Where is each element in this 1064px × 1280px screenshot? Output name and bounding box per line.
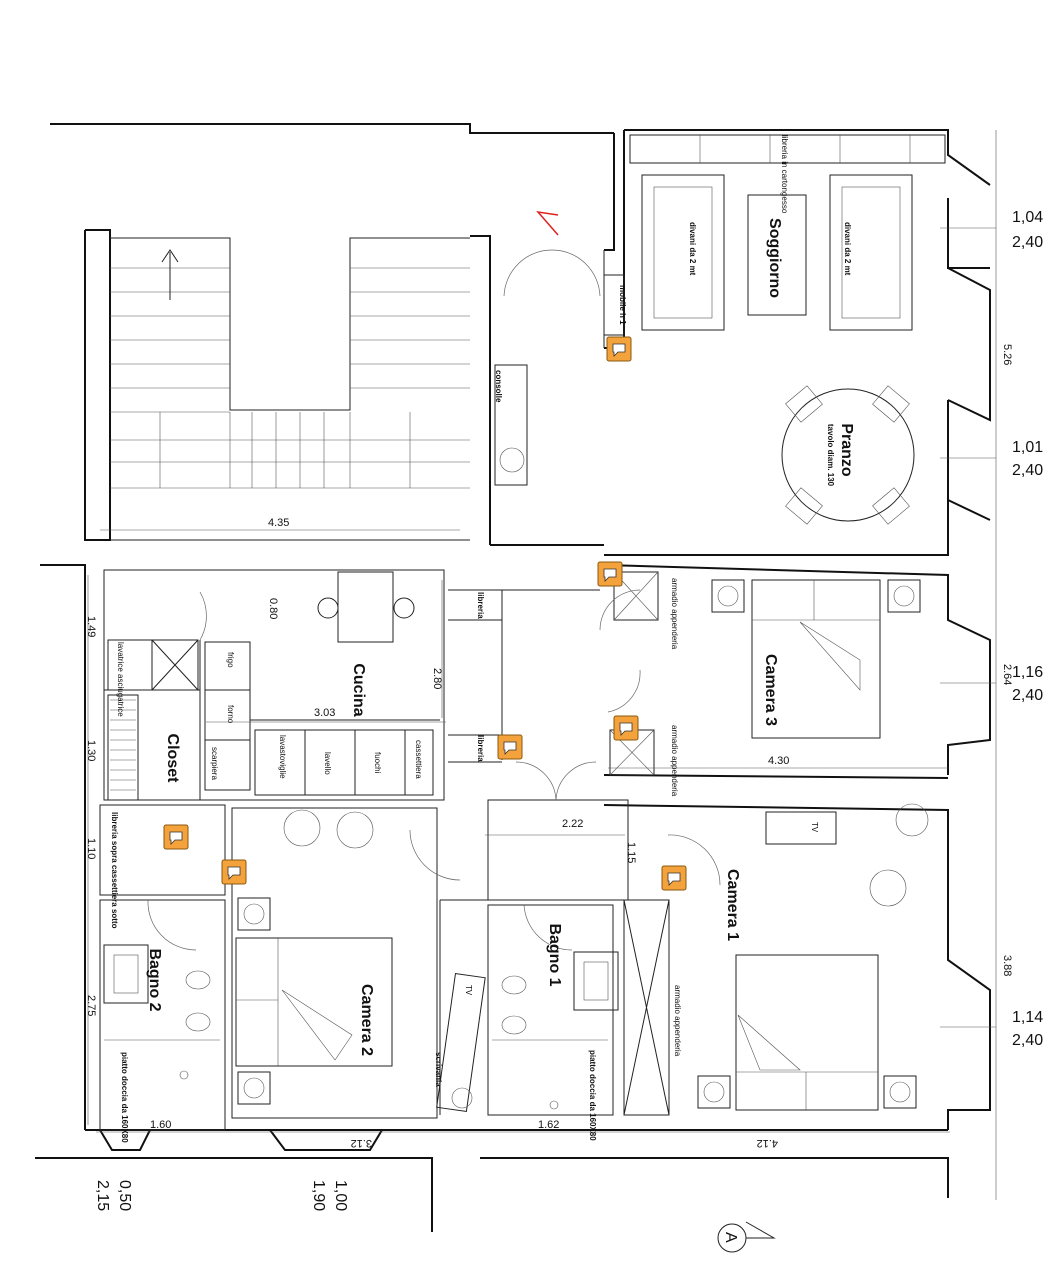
doors <box>147 210 721 951</box>
label-libreria-s1: libreria <box>476 592 485 619</box>
label-piatto-1: piatto doccia da 160X80 <box>588 1050 597 1141</box>
comment-icon[interactable] <box>661 865 687 891</box>
window-2-width: 1,01 <box>1012 439 1043 456</box>
label-armadio-bottom: armadio appenderia <box>670 725 679 797</box>
window-3-width: 1,16 <box>1012 664 1043 681</box>
label-lavello: lavello <box>323 752 332 775</box>
room-camera-3: Camera 3 <box>762 654 779 726</box>
window-labels: 1,04 2,40 1,01 2,40 1,16 2,40 1,14 2,40 … <box>94 209 1043 1211</box>
label-divani-1: divani da 2 mt <box>688 222 697 276</box>
section-mark: A <box>717 1221 776 1253</box>
comment-icon[interactable] <box>606 336 632 362</box>
dim-222: 2.22 <box>562 818 583 830</box>
label-tv-2: TV <box>464 985 473 996</box>
dim-388: 3.88 <box>1001 955 1013 976</box>
label-mobile: mobile h 1 <box>618 285 627 325</box>
dim-130: 1.30 <box>85 740 97 761</box>
room-camera-1: Camera 1 <box>724 869 741 941</box>
room-cucina: Cucina <box>350 663 367 716</box>
dimension-labels: 4.35 0.80 2.80 3.03 1.49 1.30 1.10 2.75 … <box>85 344 1013 1149</box>
window-3-height: 2,40 <box>1012 687 1043 704</box>
label-piatto-2: piatto doccia da 160X80 <box>120 1052 129 1143</box>
label-libreria-closet: libreria sopra cassettiera sotto <box>110 812 119 929</box>
section-mark-label: A <box>722 1232 739 1243</box>
dim-275: 2.75 <box>85 995 97 1016</box>
dim-110: 1.10 <box>85 838 97 859</box>
window-b2-width: 1,00 <box>332 1180 349 1211</box>
label-libreria-s2: libreria <box>476 735 485 762</box>
window-b1-width: 0,50 <box>116 1180 133 1211</box>
label-forno: forno <box>226 705 235 724</box>
room-pranzo: Pranzo <box>838 423 855 477</box>
comment-icon[interactable] <box>613 715 639 741</box>
label-scrivania: scrivania <box>434 1052 443 1087</box>
window-4-height: 2,40 <box>1012 1032 1043 1049</box>
dim-430: 4.30 <box>768 755 789 767</box>
comment-icon[interactable] <box>497 734 523 760</box>
walls <box>35 123 991 1232</box>
dim-526: 5.26 <box>1001 344 1013 365</box>
label-consolle: consolle <box>494 370 503 403</box>
staircase <box>110 237 470 541</box>
label-lavastoviglie: lavastoviglie <box>278 735 287 779</box>
dim-435: 4.35 <box>268 517 289 529</box>
room-bagno-2: Bagno 2 <box>146 948 163 1011</box>
window-b2-height: 1,90 <box>310 1180 327 1211</box>
label-tv-1: TV <box>810 822 819 833</box>
room-soggiorno: Soggiorno <box>766 218 783 298</box>
dim-264: 2.64 <box>1001 664 1013 685</box>
furniture-labels: libreria in cartongesso divani da 2 mt d… <box>110 135 852 1143</box>
label-armadio-c1: armadio appenderia <box>673 985 682 1057</box>
label-libreria: libreria in cartongesso <box>780 135 789 214</box>
dim-160: 1.60 <box>150 1119 171 1131</box>
comment-icon[interactable] <box>597 561 623 587</box>
label-lavatrice: lavatrice asciugatrice <box>116 642 125 717</box>
label-cassettiera: cassettiera <box>414 740 423 779</box>
window-4-width: 1,14 <box>1012 1009 1043 1026</box>
dim-149: 1.49 <box>85 616 97 637</box>
label-fuochi: fuochi <box>373 752 382 774</box>
dim-115: 1.15 <box>625 842 637 863</box>
dim-080: 0.80 <box>267 598 279 619</box>
bedroom-furniture <box>103 571 929 1112</box>
label-frigo: frigo <box>226 652 235 668</box>
comment-icon[interactable] <box>221 859 247 885</box>
window-b1-height: 2,15 <box>94 1180 111 1211</box>
label-divani-2: divani da 2 mt <box>843 222 852 276</box>
room-bagno-1: Bagno 1 <box>546 923 563 986</box>
label-scarpiera: scarpiera <box>210 747 219 780</box>
dim-lines <box>87 130 997 1200</box>
room-closet: Closet <box>164 734 181 784</box>
room-labels: Soggiorno Pranzo tavolo diam. 130 Cucina… <box>146 218 855 1056</box>
dim-303: 3.03 <box>314 707 335 719</box>
pranzo-subtitle: tavolo diam. 130 <box>826 424 835 487</box>
living-furniture <box>499 134 946 525</box>
comment-icon[interactable] <box>163 824 189 850</box>
room-camera-2: Camera 2 <box>358 984 375 1056</box>
window-1-width: 1,04 <box>1012 209 1043 226</box>
partitions <box>99 250 670 1131</box>
label-armadio-top: armadio appenderia <box>670 578 679 650</box>
dim-280: 2.80 <box>431 668 443 689</box>
window-2-height: 2,40 <box>1012 462 1043 479</box>
dim-412: 4.12 <box>757 1137 778 1149</box>
note-icons <box>163 336 687 891</box>
dim-162: 1.62 <box>538 1119 559 1131</box>
window-1-height: 2,40 <box>1012 234 1043 251</box>
dim-312: 3.12 <box>351 1137 372 1149</box>
